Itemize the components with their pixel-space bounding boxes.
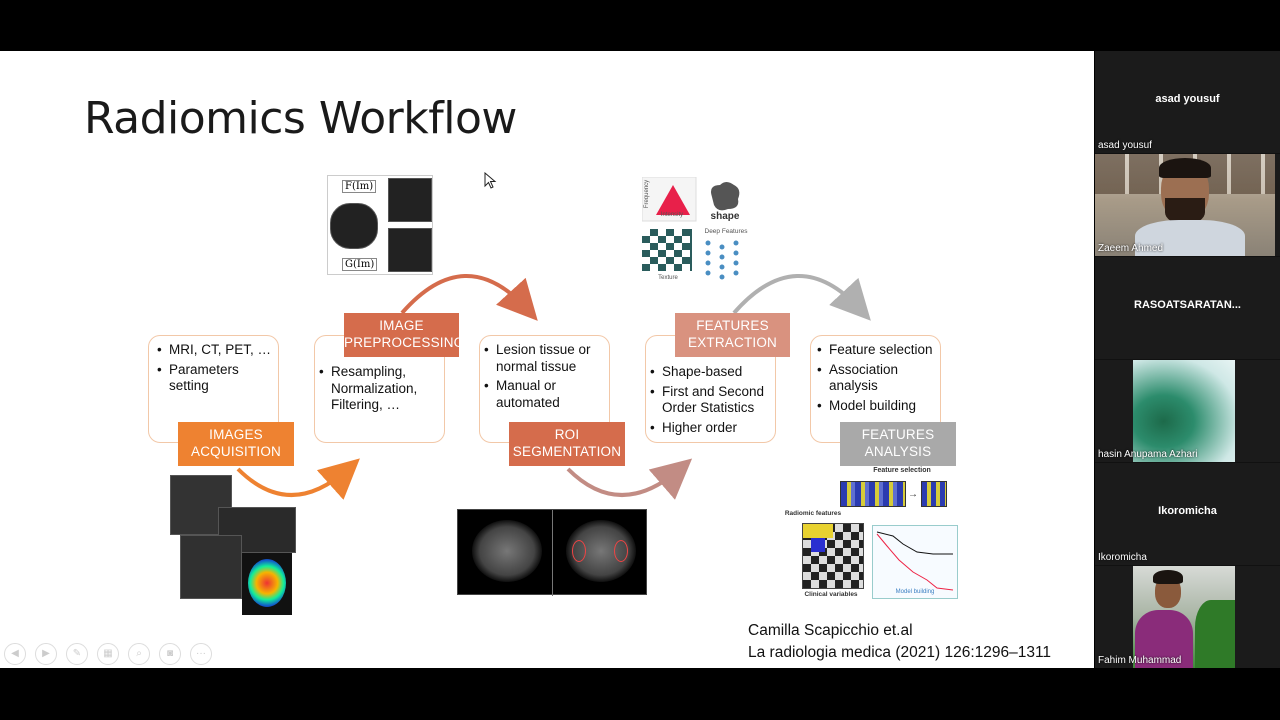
f-im-label: F(Im) [342,180,377,193]
preprocessing-figure: F(Im) G(Im) [327,175,433,275]
arrow-segmentation-to-extraction [566,458,693,500]
participant-tile-hasin-anupama-azhari[interactable]: hasin Anupama Azhari [1095,360,1280,462]
g-im-label: G(Im) [342,258,378,271]
participant-label: Fahim Muhammad [1098,655,1182,666]
arrow-extraction-to-analysis [732,274,871,321]
ct-scan-thumbnail [388,178,432,222]
feature-extraction-figure: Frequency Intensity shape Deep Features … [640,175,754,285]
participant-video [1133,360,1235,462]
arrow-preprocessing-to-segmentation [400,274,538,321]
arrow-acquisition-to-preprocessing [236,458,360,500]
feature-heatmap [802,523,864,589]
participant-tile-ikoromicha[interactable]: Ikoromicha Ikoromicha [1095,463,1280,565]
bullet-shape-based: Shape-based [650,364,769,381]
histogram-icon [642,177,697,222]
bullet-lesion-tissue: Lesion tissue or normal tissue [484,342,602,375]
citation-authors: Camilla Scapicchio et.al [748,622,913,639]
participant-name-centered: RASOATSARATAN... [1134,299,1241,311]
selected-features-matrix [921,481,947,507]
participant-video [1095,154,1275,256]
participants-panel: asad yousuf asad yousuf Zaeem Ahmed RASO… [1095,51,1280,668]
participant-name-centered: Ikoromicha [1158,505,1217,517]
ct-scan-thumbnail [330,203,378,249]
pen-icon[interactable]: ✎ [66,643,88,665]
camera-icon[interactable]: ◙ [159,643,181,665]
bullet-feature-selection: Feature selection [817,342,934,359]
survival-curve-chart [872,525,958,599]
neural-network-icon [705,240,739,280]
workflow-arrows [236,274,871,500]
participant-tile-asad-yousuf[interactable]: asad yousuf asad yousuf [1095,51,1280,153]
participant-video [1133,566,1235,668]
analysis-figure: Feature selection → Radiomic features Cl… [778,465,960,601]
bullet-higher-order: Higher order [650,420,769,437]
mouse-pointer-icon [484,172,497,189]
participant-tile-zaeem-ahmed[interactable]: Zaeem Ahmed [1095,154,1280,256]
bullet-model-building: Model building [817,398,934,415]
bullet-mri-ct-pet: MRI, CT, PET, … [157,342,272,359]
participant-label: asad yousuf [1098,140,1152,151]
feature-matrix [840,481,906,507]
texture-icon [642,229,692,271]
ct-scan-thumbnail [388,228,432,272]
bullet-manual-automated: Manual or automated [484,378,574,411]
bullet-parameters-setting: Parameters setting [157,362,239,395]
pet-scan-thumbnail [242,553,292,615]
bullet-resampling: Resampling, Normalization, Filtering, … [319,364,427,414]
participant-label: Ikoromicha [1098,552,1147,563]
citation-journal: La radiologia medica (2021) 126:1296–131… [748,644,1052,661]
chest-ct-thumbnail [180,535,242,599]
participant-tile-rasoatsaratan[interactable]: RASOATSARATAN... [1095,257,1280,359]
previous-icon[interactable]: ◀ [4,643,26,665]
bullet-association-analysis: Association analysis [817,362,907,395]
zoom-icon[interactable]: ⌕ [128,643,150,665]
more-icon[interactable]: ··· [190,643,212,665]
slide-title: Radiomics Workflow [84,93,517,144]
participant-name-centered: asad yousuf [1155,93,1220,105]
shape-icon [711,182,740,211]
segmentation-images [457,509,647,596]
shared-slide: Radiomics Workflow MRI, CT, PET, … Param… [0,51,1094,668]
bullet-first-second-order: First and Second Order Statistics [650,384,768,417]
next-icon[interactable]: ▶ [35,643,57,665]
acquisition-scans-collage [170,475,296,615]
participant-label: hasin Anupama Azhari [1098,449,1198,460]
slides-icon[interactable]: ▦ [97,643,119,665]
participant-tile-fahim-muhammad[interactable]: Fahim Muhammad [1095,566,1280,668]
participant-label: Zaeem Ahmed [1098,243,1164,254]
